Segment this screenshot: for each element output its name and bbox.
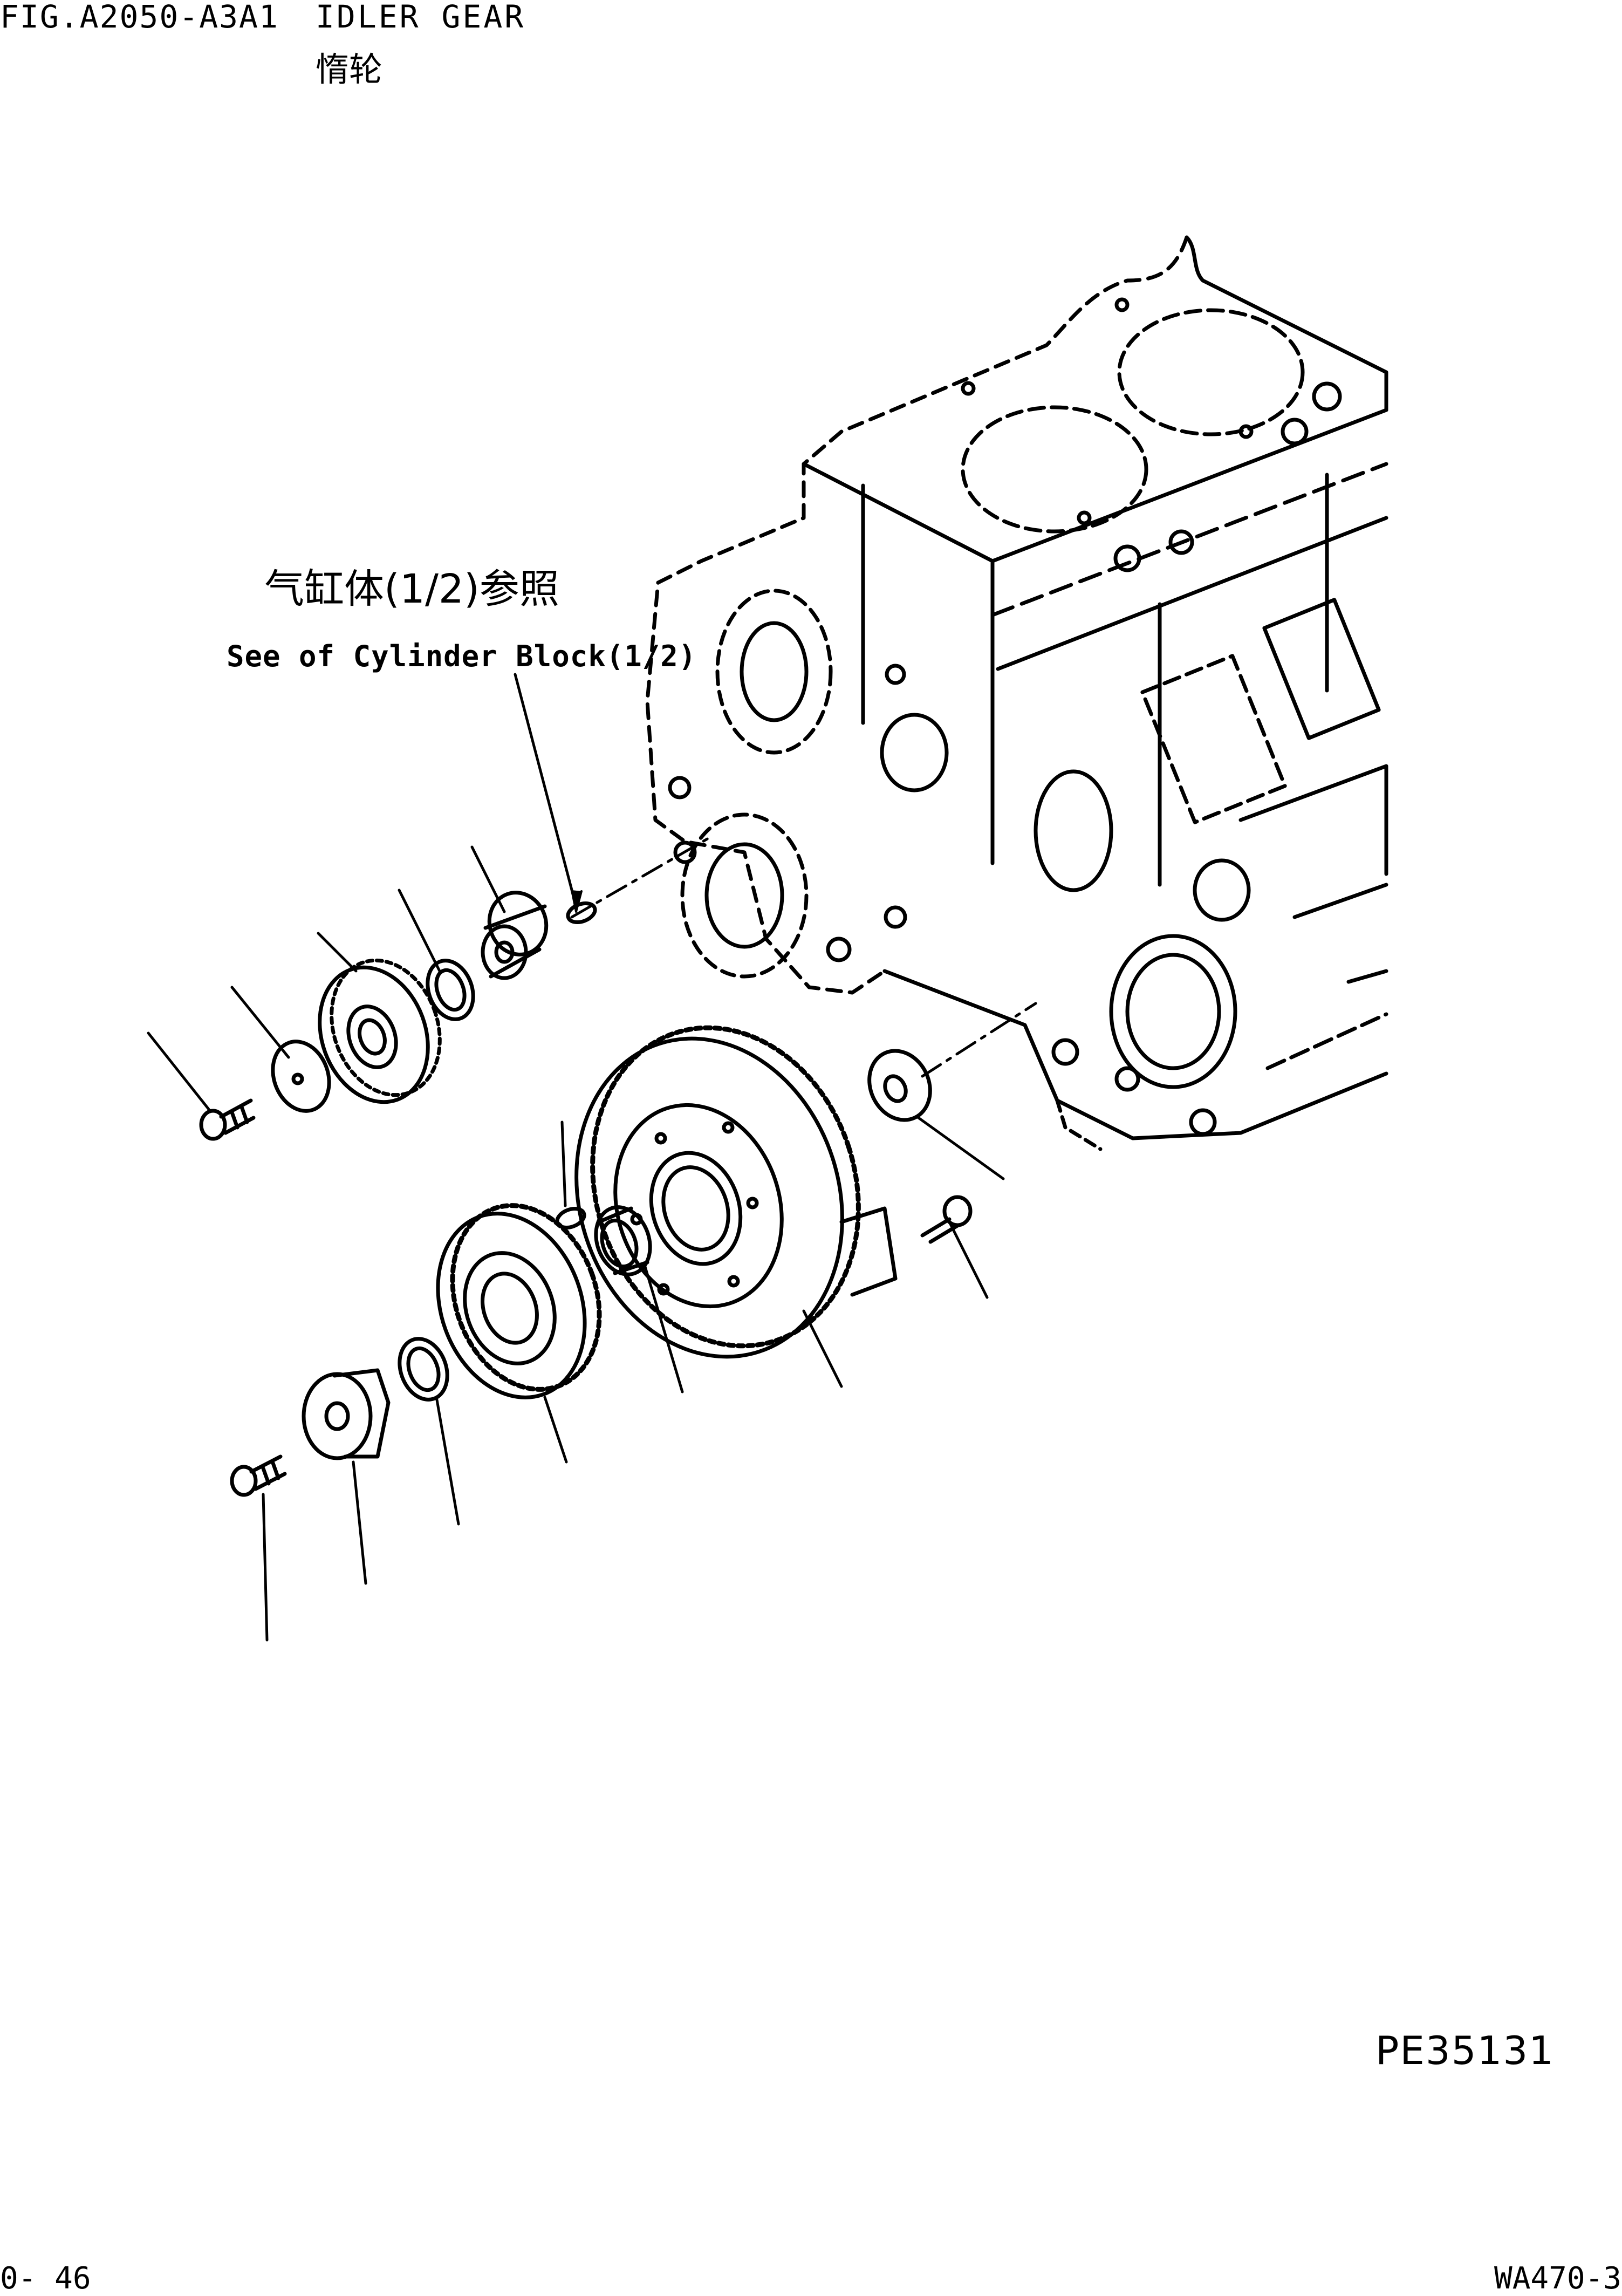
thrust-plate-upper bbox=[271, 1040, 331, 1113]
idler-gear-medium bbox=[436, 1203, 602, 1399]
figure-code: FIG.A2050-A3A1 bbox=[0, 0, 279, 35]
upper-idler-assembly bbox=[199, 891, 597, 1141]
large-gear bbox=[574, 1025, 898, 1359]
bolt-lower bbox=[230, 1454, 287, 1497]
illustration-code: PE35131 bbox=[1375, 2028, 1555, 2073]
leader-washer-right bbox=[915, 1115, 1005, 1180]
idler-gear-small bbox=[318, 958, 442, 1104]
bushing-upper bbox=[426, 959, 475, 1021]
leader-bushing-small bbox=[435, 1398, 460, 1526]
bushing-small bbox=[398, 1337, 449, 1402]
leader-bolt-right bbox=[948, 1220, 989, 1299]
thrust-washer-right bbox=[867, 1049, 932, 1122]
leader-bushing-upper bbox=[398, 889, 441, 973]
leader-bolt-lower bbox=[262, 1493, 269, 1642]
bolt-right bbox=[920, 1195, 973, 1244]
idler-shaft-upper bbox=[481, 891, 549, 980]
leader-dowel-lower bbox=[560, 1120, 567, 1207]
reference-note-en: See of Cylinder Block(1/2) bbox=[227, 639, 697, 673]
ref-arrowhead bbox=[571, 889, 583, 913]
leader-plate-upper bbox=[230, 986, 290, 1059]
lower-gear-assembly bbox=[230, 1025, 898, 1497]
page-number: 0- 46 bbox=[0, 2261, 91, 2296]
centre-lines bbox=[570, 835, 1037, 1078]
leader-bolt-upper bbox=[147, 1031, 212, 1113]
leader-shaft-lower bbox=[352, 1460, 367, 1585]
bushing-lower bbox=[594, 1205, 652, 1276]
model-code: WA470-3 bbox=[1494, 2261, 1622, 2296]
reference-note-cn: 气缸体(1/2)参照 bbox=[264, 566, 559, 612]
idler-shaft-lower bbox=[302, 1368, 391, 1460]
bolt-upper bbox=[199, 1098, 256, 1141]
leader-gear-medium bbox=[543, 1396, 568, 1464]
cylinder-block bbox=[645, 235, 1388, 1151]
leader-gear-small bbox=[317, 932, 358, 973]
figure-title: IDLER GEAR bbox=[316, 0, 526, 35]
figure-title-cn: 惰轮 bbox=[316, 50, 383, 89]
leader-bushing-lower bbox=[643, 1263, 684, 1393]
leader-lines bbox=[147, 673, 1005, 1642]
leader-shaft-upper bbox=[470, 845, 506, 913]
leader-large-gear bbox=[802, 1309, 843, 1388]
right-parts bbox=[867, 1049, 973, 1244]
leader-ref-note bbox=[514, 673, 578, 908]
